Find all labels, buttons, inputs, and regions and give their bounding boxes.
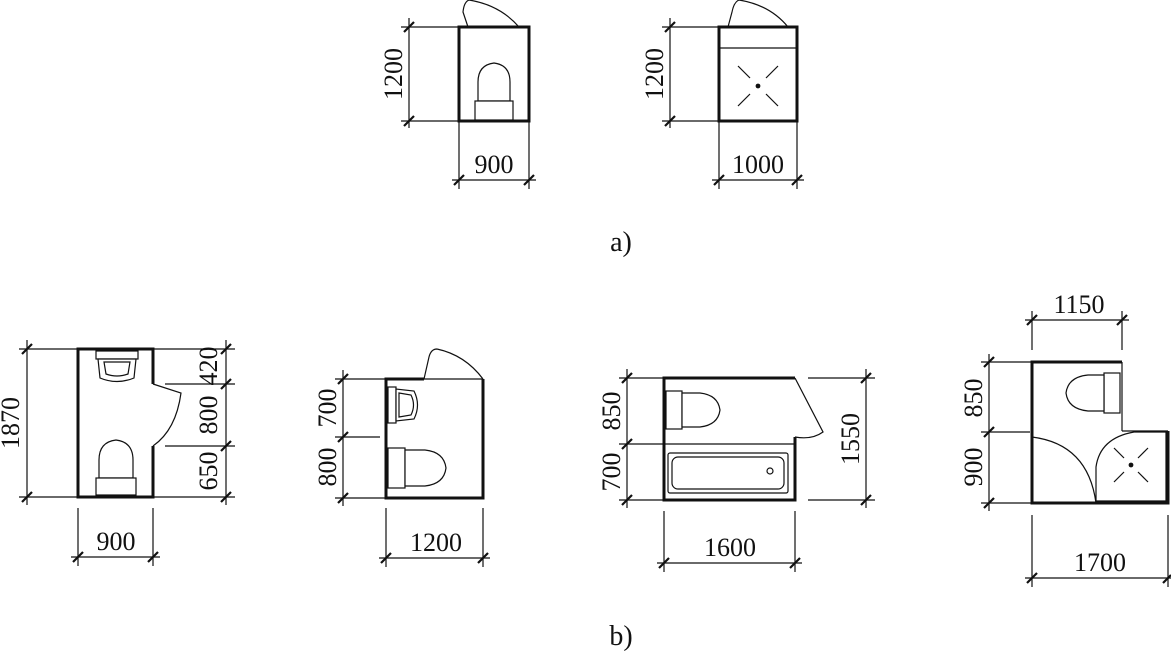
dimension-a2-width: 1000	[732, 150, 784, 179]
plan-b3-bathroom: 850 700 1550 1600	[597, 369, 875, 572]
caption-a: a)	[610, 227, 632, 258]
plan-b2-bathroom: 700 800 1200	[313, 348, 490, 567]
dimension-line-b1-segments: 420 800 650	[153, 340, 235, 505]
dimension-b4-width: 1700	[1074, 548, 1126, 577]
dimension-b2-seg-bottom: 800	[313, 448, 342, 487]
plan-a2-shower-cubicle: 1200 1000	[640, 0, 804, 189]
dimension-line-b2-width: 1200	[379, 508, 490, 567]
plan-b1-narrow-bathroom: 1870 420 800 650 900	[0, 340, 235, 566]
dimension-line-b4-top: 1150	[1025, 290, 1129, 350]
toilet-icon	[387, 386, 419, 424]
dimension-b1-seg-mid: 800	[194, 396, 223, 435]
floor-drain-icon	[737, 65, 779, 107]
dimension-b2-seg-top: 700	[313, 389, 342, 428]
dimension-line-a1-height: 1200	[379, 18, 459, 128]
dimension-b1-total-height: 1870	[0, 397, 25, 449]
dimension-line-b3-left: 850 700	[597, 369, 664, 508]
plan-b4-l-shaped-bathroom: 1150 850 900 1700	[959, 290, 1171, 587]
squat-toilet-icon	[387, 447, 447, 489]
dimension-b1-width: 900	[97, 527, 136, 556]
dimension-line-a2-height: 1200	[640, 18, 719, 128]
dimension-b3-seg-bottom: 700	[597, 453, 626, 492]
dimension-line-a1-width: 900	[452, 121, 536, 189]
squat-toilet-icon	[95, 439, 137, 496]
bathtub-icon	[667, 452, 789, 494]
plan-a1-wc-cubicle: 1200 900	[379, 0, 536, 189]
toilet-icon	[95, 350, 139, 383]
dimension-b4-top-width: 1150	[1053, 290, 1104, 319]
dimension-b1-seg-bottom: 650	[194, 452, 223, 491]
dimension-b3-seg-top: 850	[597, 392, 626, 431]
dimension-line-a2-width: 1000	[712, 121, 804, 189]
dimension-line-b3-width: 1600	[657, 511, 802, 572]
squat-toilet-icon	[1065, 372, 1121, 414]
dimension-line-b4-width: 1700	[1025, 515, 1171, 587]
dimension-line-b4-left: 850 900	[959, 354, 1032, 511]
dimension-line-b1-width: 900	[71, 508, 160, 566]
squat-toilet-icon	[474, 62, 514, 121]
dimension-a1-height: 1200	[379, 48, 408, 100]
caption-b: b)	[609, 621, 632, 651]
dimension-a2-height: 1200	[640, 48, 669, 100]
corner-shower-icon	[1095, 431, 1167, 502]
dimension-line-b1-total-height: 1870	[0, 340, 78, 505]
squat-toilet-icon	[665, 390, 721, 430]
dimension-a1-width: 900	[475, 150, 514, 179]
dimension-line-b2-height: 700 800	[313, 370, 386, 506]
dimension-b3-right-height: 1550	[836, 413, 865, 465]
dimension-b1-seg-top: 420	[194, 347, 223, 386]
dimension-line-b3-right: 1550	[808, 369, 875, 508]
dimension-b4-seg-bottom: 900	[959, 448, 988, 487]
dimension-b2-width: 1200	[410, 528, 462, 557]
dimension-b4-seg-top: 850	[959, 379, 988, 418]
dimension-b3-width: 1600	[704, 533, 756, 562]
